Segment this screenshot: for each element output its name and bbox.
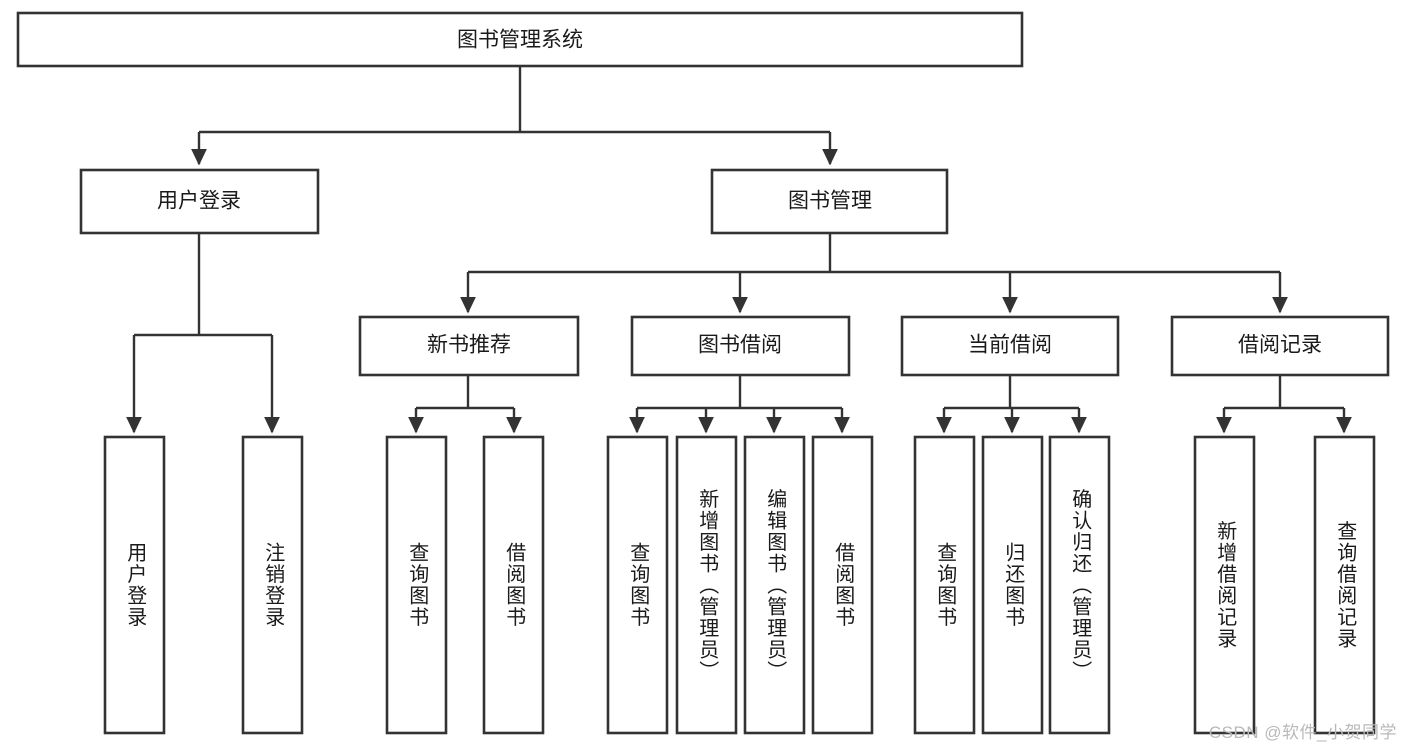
node-leaf-logout-box[interactable] <box>241 435 304 735</box>
node-new-book-recommend[interactable]: 新书推荐 <box>358 315 580 377</box>
node-book-manage-box[interactable] <box>710 168 949 235</box>
node-leaf-query-book-2-box[interactable] <box>606 435 669 735</box>
node-leaf-query-book-1[interactable]: 查询图书 <box>385 435 448 735</box>
node-book-manage[interactable]: 图书管理 <box>710 168 949 235</box>
edges-layer <box>126 66 1352 434</box>
node-leaf-return-book[interactable]: 归还图书 <box>981 435 1044 735</box>
node-leaf-add-book-admin[interactable]: 新增图书（管理员） <box>675 435 738 735</box>
node-leaf-borrow-book-2-label: 借阅图书 <box>832 542 855 628</box>
node-leaf-borrow-book-2[interactable]: 借阅图书 <box>811 435 874 735</box>
node-leaf-edit-book-admin-label: 编辑图书（管理员） <box>764 488 787 682</box>
node-leaf-borrow-book-1-box[interactable] <box>482 435 545 735</box>
node-leaf-return-book-box[interactable] <box>981 435 1044 735</box>
node-book-borrow-box[interactable] <box>630 315 851 377</box>
node-leaf-query-borrow-record-label: 查询借阅记录 <box>1334 520 1357 649</box>
node-leaf-query-book-3-box[interactable] <box>913 435 976 735</box>
node-leaf-query-borrow-record[interactable]: 查询借阅记录 <box>1313 435 1376 735</box>
node-leaf-query-book-3-label: 查询图书 <box>934 542 957 628</box>
node-root[interactable]: 图书管理系统 <box>16 11 1024 68</box>
node-leaf-borrow-book-1[interactable]: 借阅图书 <box>482 435 545 735</box>
node-new-book-recommend-box[interactable] <box>358 315 580 377</box>
node-leaf-borrow-book-1-label: 借阅图书 <box>503 542 526 628</box>
node-user-login-label: 用户登录 <box>157 190 241 213</box>
node-borrow-record-box[interactable] <box>1170 315 1390 377</box>
node-root-label: 图书管理系统 <box>457 29 583 52</box>
node-leaf-confirm-return-admin-label: 确认归还（管理员） <box>1069 488 1092 682</box>
node-leaf-return-book-label: 归还图书 <box>1002 542 1025 628</box>
node-new-book-recommend-label: 新书推荐 <box>427 334 511 357</box>
node-current-borrow-label: 当前借阅 <box>968 334 1052 357</box>
node-user-login[interactable]: 用户登录 <box>79 168 320 235</box>
node-leaf-query-book-1-label: 查询图书 <box>406 542 429 628</box>
node-leaf-add-book-admin-box[interactable] <box>675 435 738 735</box>
node-leaf-user-login[interactable]: 用户登录 <box>103 435 166 735</box>
node-borrow-record-label: 借阅记录 <box>1238 334 1322 357</box>
node-leaf-edit-book-admin[interactable]: 编辑图书（管理员） <box>743 435 806 735</box>
node-book-borrow-label: 图书借阅 <box>698 334 782 357</box>
node-leaf-edit-book-admin-box[interactable] <box>743 435 806 735</box>
node-leaf-add-borrow-record-box[interactable] <box>1193 435 1256 735</box>
node-leaf-logout[interactable]: 注销登录 <box>241 435 304 735</box>
node-book-borrow[interactable]: 图书借阅 <box>630 315 851 377</box>
node-leaf-user-login-box[interactable] <box>103 435 166 735</box>
node-leaf-confirm-return-admin-box[interactable] <box>1048 435 1111 735</box>
node-user-login-box[interactable] <box>79 168 320 235</box>
node-leaf-add-book-admin-label: 新增图书（管理员） <box>696 488 719 682</box>
node-leaf-query-book-2-label: 查询图书 <box>627 542 650 628</box>
node-leaf-query-borrow-record-box[interactable] <box>1313 435 1376 735</box>
node-current-borrow[interactable]: 当前借阅 <box>900 315 1120 377</box>
node-leaf-logout-label: 注销登录 <box>262 542 285 628</box>
nodes-layer: 图书管理系统 用户登录 图书管理 新书推荐 图书借阅 当前借阅 借阅记录 <box>16 11 1390 735</box>
node-leaf-add-borrow-record[interactable]: 新增借阅记录 <box>1193 435 1256 735</box>
node-borrow-record[interactable]: 借阅记录 <box>1170 315 1390 377</box>
node-leaf-query-book-2[interactable]: 查询图书 <box>606 435 669 735</box>
node-book-manage-label: 图书管理 <box>788 190 872 213</box>
node-leaf-query-book-3[interactable]: 查询图书 <box>913 435 976 735</box>
node-leaf-confirm-return-admin[interactable]: 确认归还（管理员） <box>1048 435 1111 735</box>
node-current-borrow-box[interactable] <box>900 315 1120 377</box>
node-root-box[interactable] <box>16 11 1024 68</box>
node-leaf-user-login-label: 用户登录 <box>124 542 147 628</box>
node-leaf-query-book-1-box[interactable] <box>385 435 448 735</box>
node-leaf-borrow-book-2-box[interactable] <box>811 435 874 735</box>
node-leaf-add-borrow-record-label: 新增借阅记录 <box>1214 520 1237 649</box>
